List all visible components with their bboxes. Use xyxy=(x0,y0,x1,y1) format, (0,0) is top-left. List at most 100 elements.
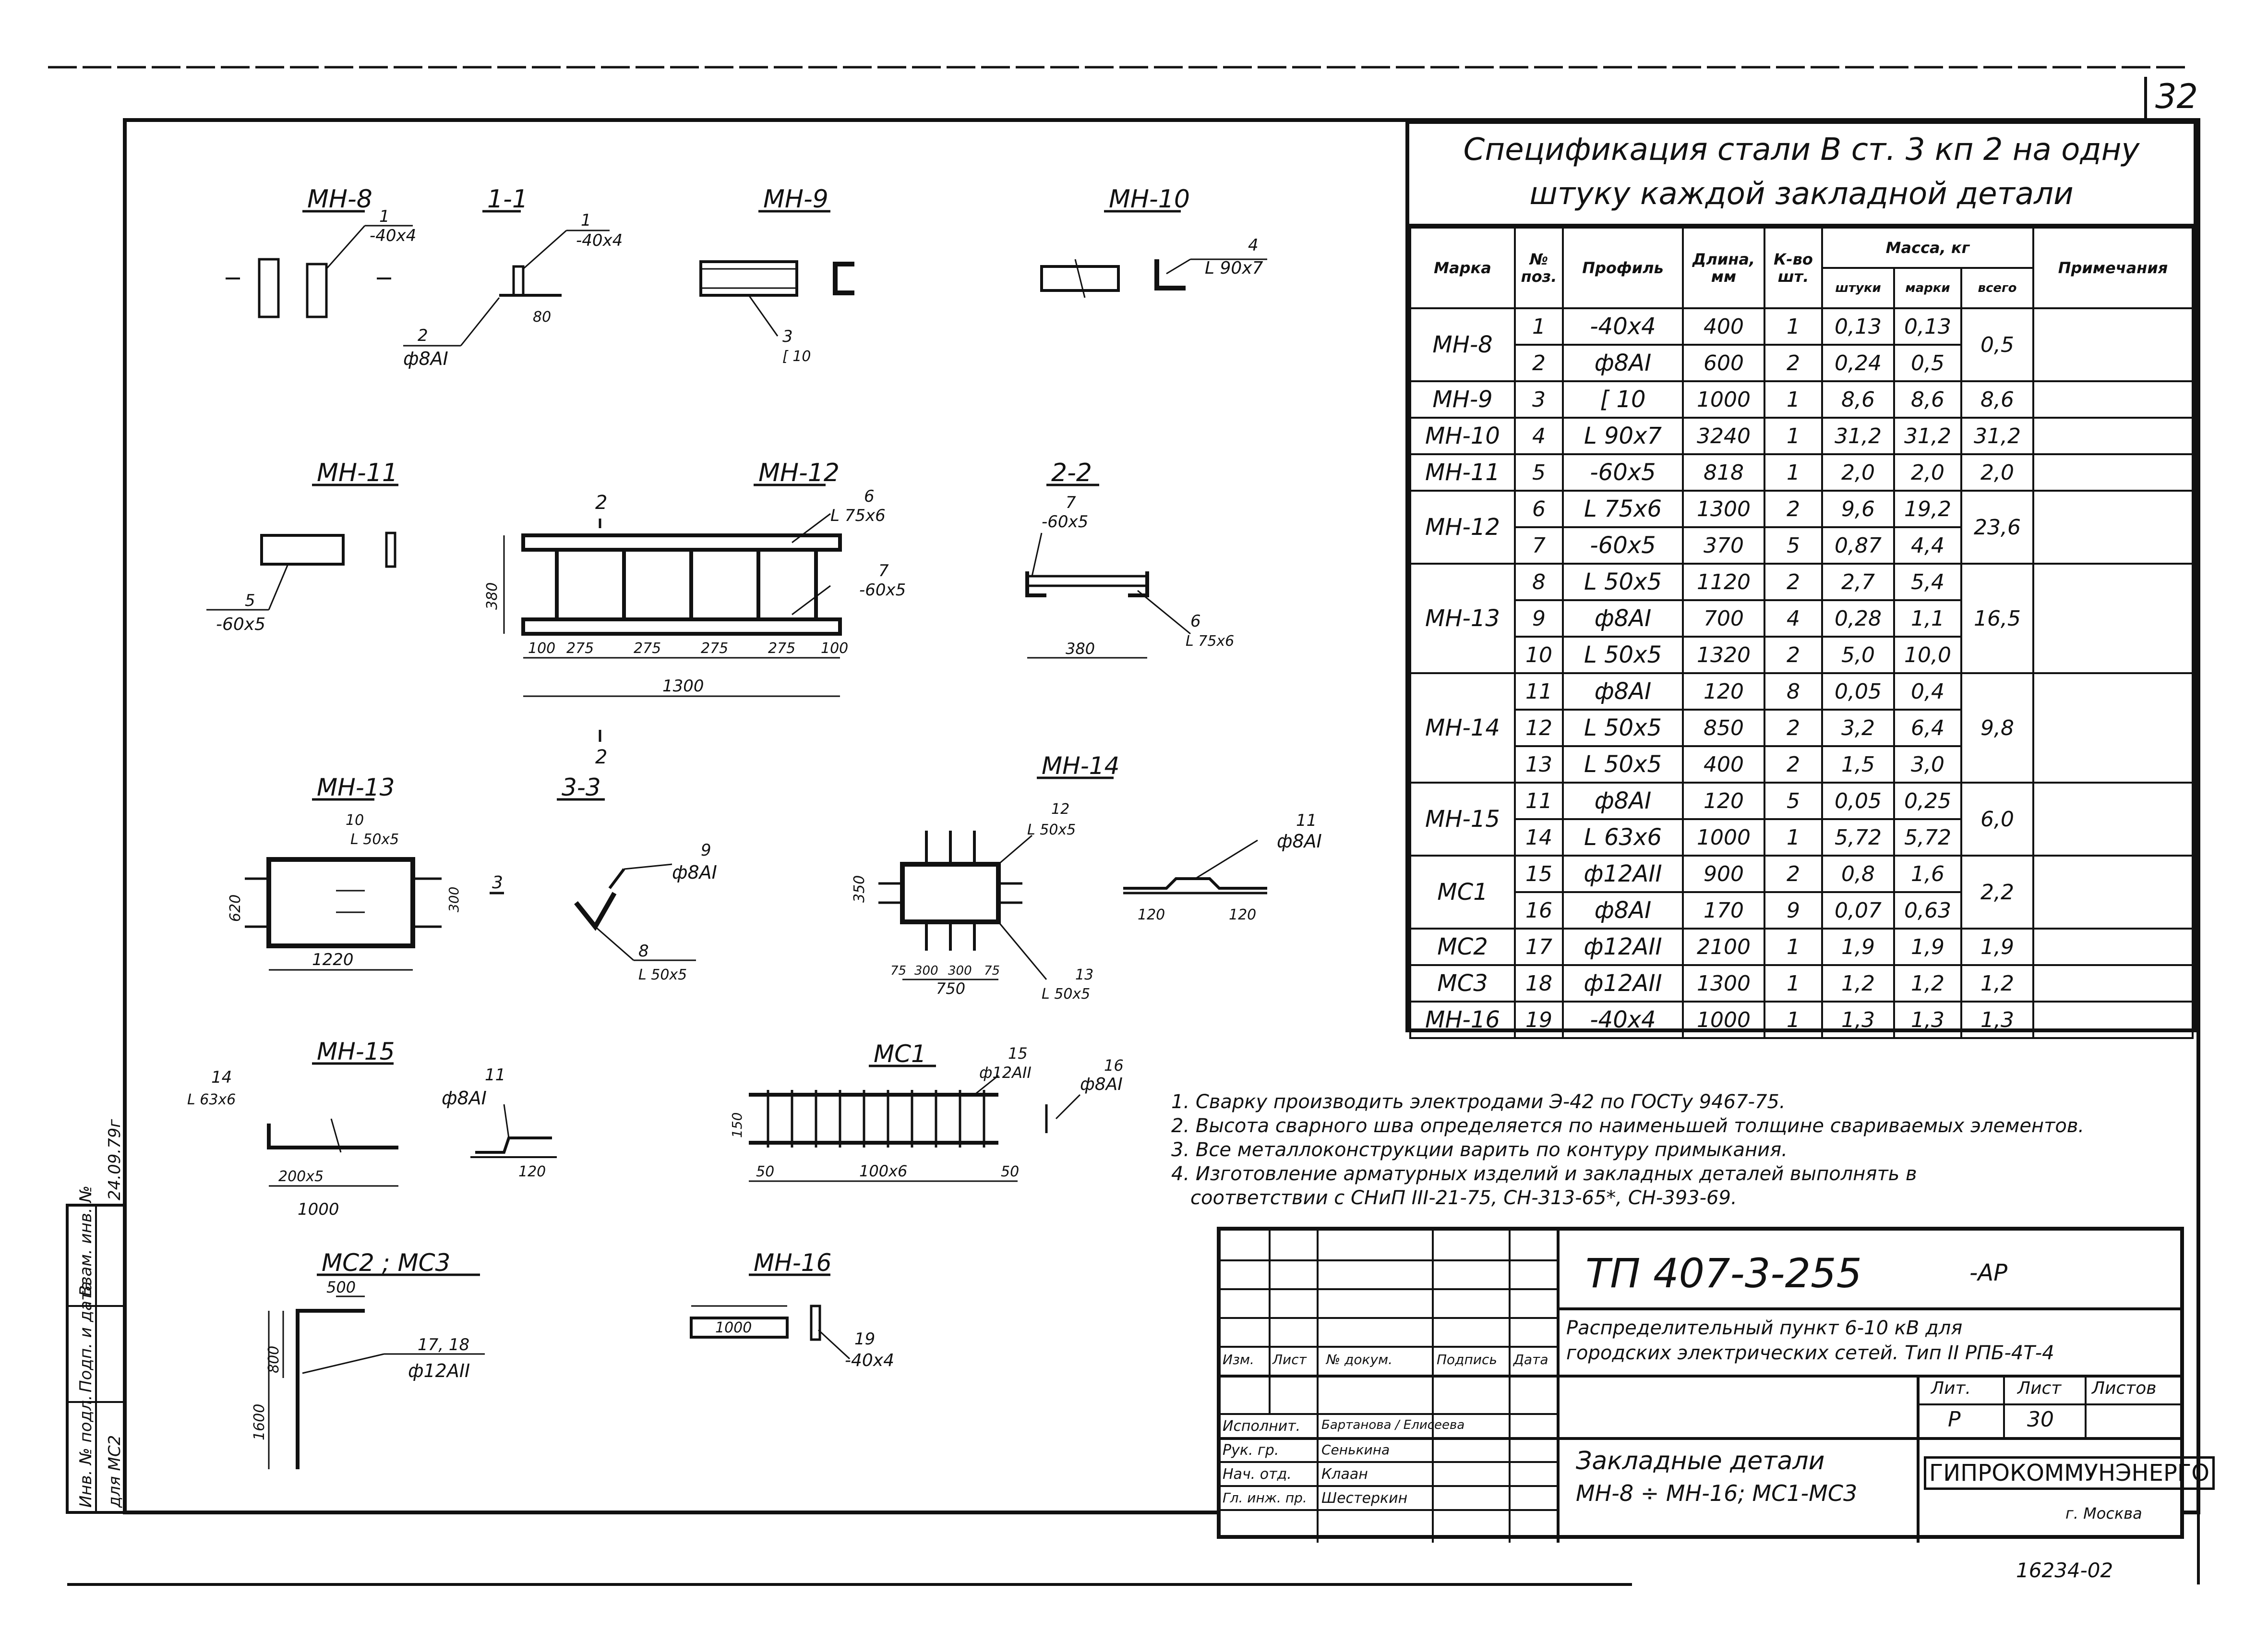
spec-cell-mass-mark: 10,0 xyxy=(1893,636,1962,674)
hdr-docnum: № докум. xyxy=(1326,1352,1393,1367)
spec-cell-mass-piece: 1,9 xyxy=(1821,928,1895,966)
spec-cell-mass-mark: 2,0 xyxy=(1893,453,1962,492)
spec-cell-mass-mark: 0,4 xyxy=(1893,672,1962,711)
mc23-profile: ф12АII xyxy=(408,1360,470,1381)
spec-title-line2: штуку каждой закладной детали xyxy=(1529,176,2074,212)
spec-cell-qty: 2 xyxy=(1764,855,1823,893)
hdr-sheets: Листов xyxy=(2092,1378,2157,1398)
mn14-dim-c: 120 xyxy=(1138,907,1165,923)
mc23-pos: 17, 18 xyxy=(418,1335,469,1354)
note-4-cont: соответствии с СНиП III-21-75, СН-313-65… xyxy=(1190,1187,1737,1209)
view-mc23 xyxy=(268,1273,485,1469)
general-notes: 1. Сварку производить электродами Э-42 п… xyxy=(1171,1090,2203,1210)
spec-cell-profile: [ 10 xyxy=(1562,380,1684,419)
view-mn16 xyxy=(690,1273,851,1360)
note-4: 4. Изготовление арматурных изделий и зак… xyxy=(1171,1163,1917,1185)
spec-cell-mass-piece: 0,05 xyxy=(1821,672,1895,711)
spec-cell-profile: -60х5 xyxy=(1562,453,1684,492)
spec-cell-pos: 5 xyxy=(1514,453,1564,492)
spec-cell-mass-piece: 5,72 xyxy=(1821,818,1895,857)
spec-cell-mass-piece: 0,13 xyxy=(1821,307,1895,346)
spec-cell-qty: 1 xyxy=(1764,1001,1823,1039)
spec-cell-pos: 18 xyxy=(1514,964,1564,1003)
mn8-title: МН-8 xyxy=(307,185,372,214)
mn14-dim-1: 75 xyxy=(890,964,906,978)
mc23-title: МС2 ; МС3 xyxy=(322,1249,450,1277)
sheet-title-line1: Закладные детали xyxy=(1576,1447,1825,1475)
s22-profile6: L 75х6 xyxy=(1186,633,1234,650)
spec-cell-length: 2100 xyxy=(1682,928,1765,966)
mn9-profile: [ 10 xyxy=(782,348,811,365)
mn12-dim-2: 275 xyxy=(566,640,594,657)
spec-cell-profile: ф8АI xyxy=(1562,782,1684,820)
mn16-profile: -40х4 xyxy=(845,1351,894,1370)
mn10-pos: 4 xyxy=(1248,236,1259,255)
stage-value: Р xyxy=(1948,1407,1961,1432)
spec-cell-mass-total: 6,0 xyxy=(1960,782,2035,857)
hdr-rev: Изм. xyxy=(1223,1352,1254,1367)
mc1-dim-h: 150 xyxy=(729,1112,745,1138)
mn14-profile12: L 50х5 xyxy=(1027,822,1076,838)
spec-cell-profile: ф12АII xyxy=(1562,928,1684,966)
spec-cell-pos: 3 xyxy=(1514,380,1564,419)
view-mn15 xyxy=(267,1062,557,1187)
col-mass-mark: марки xyxy=(1893,267,1962,309)
mc1-pos16: 16 xyxy=(1104,1056,1124,1075)
col-mass: Масса, кг xyxy=(1821,227,2035,269)
org-city: г. Москва xyxy=(2065,1504,2142,1523)
spec-cell-qty: 2 xyxy=(1764,490,1823,528)
col-mark: Марка xyxy=(1409,227,1516,309)
corner-code: 16234-02 xyxy=(2016,1559,2113,1582)
spec-cell-pos: 1 xyxy=(1514,307,1564,346)
s33-pos9: 9 xyxy=(701,841,711,860)
spec-cell-mark: МН-16 xyxy=(1409,1001,1516,1039)
hdr-stage: Лит. xyxy=(1931,1378,1971,1398)
mn13-title: МН-13 xyxy=(317,774,395,801)
view-mn14 xyxy=(878,776,1267,980)
view-section-2-2 xyxy=(1025,484,1191,659)
mn9-title: МН-9 xyxy=(763,185,828,214)
doc-code: ТП 407-3-255 xyxy=(1585,1250,1862,1297)
spec-cell-mass-total: 2,2 xyxy=(1960,855,2035,930)
doc-suffix: -АР xyxy=(1969,1259,2008,1286)
mn12-dim-h: 380 xyxy=(484,582,501,610)
mn14-dims: 75 300 300 75 xyxy=(890,964,1000,978)
s33-title: 3-3 xyxy=(562,774,601,801)
view-mn10 xyxy=(1040,210,1267,298)
s22-profile7: -60х5 xyxy=(1042,512,1088,532)
mn15-pos14: 14 xyxy=(211,1068,232,1087)
spec-cell-qty: 9 xyxy=(1764,891,1823,930)
col-mass-total: всего xyxy=(1960,267,2035,309)
mn13-profile: L 50х5 xyxy=(350,831,399,848)
spec-cell-mark: МН-9 xyxy=(1409,380,1516,419)
col-length: Длина, мм xyxy=(1682,227,1765,309)
spec-cell-pos: 15 xyxy=(1514,855,1564,893)
spec-cell-length: 600 xyxy=(1682,344,1765,382)
mn13-dim-w: 1220 xyxy=(312,950,354,969)
mc1-pos15: 15 xyxy=(1008,1044,1028,1063)
spec-cell-mass-total: 8,6 xyxy=(1960,380,2035,419)
side-stamp-inv: Инв. № подл. xyxy=(76,1395,96,1508)
spec-cell-pos: 14 xyxy=(1514,818,1564,857)
mn14-dim-h: 350 xyxy=(851,875,868,903)
mn12-cut-top: 2 xyxy=(595,492,607,514)
mn8-pos1: 1 xyxy=(379,207,390,226)
title-block: ТП 407-3-255 -АР Распределительный пункт… xyxy=(1217,1227,2215,1543)
spec-cell-mass-total: 1,9 xyxy=(1960,928,2035,966)
spec-cell-length: 370 xyxy=(1682,526,1765,565)
steel-specification-table: Спецификация стали В ст. 3 кп 2 на одну … xyxy=(1405,120,2197,1039)
spec-cell-qty: 1 xyxy=(1764,964,1823,1003)
mn12-dim-5: 275 xyxy=(768,640,795,657)
spec-cell-mark: МС1 xyxy=(1409,855,1516,930)
spec-cell-qty: 5 xyxy=(1764,782,1823,820)
mn12-title: МН-12 xyxy=(758,459,840,487)
mn16-dim: 1000 xyxy=(715,1319,752,1336)
spec-cell-note xyxy=(2032,307,2194,382)
